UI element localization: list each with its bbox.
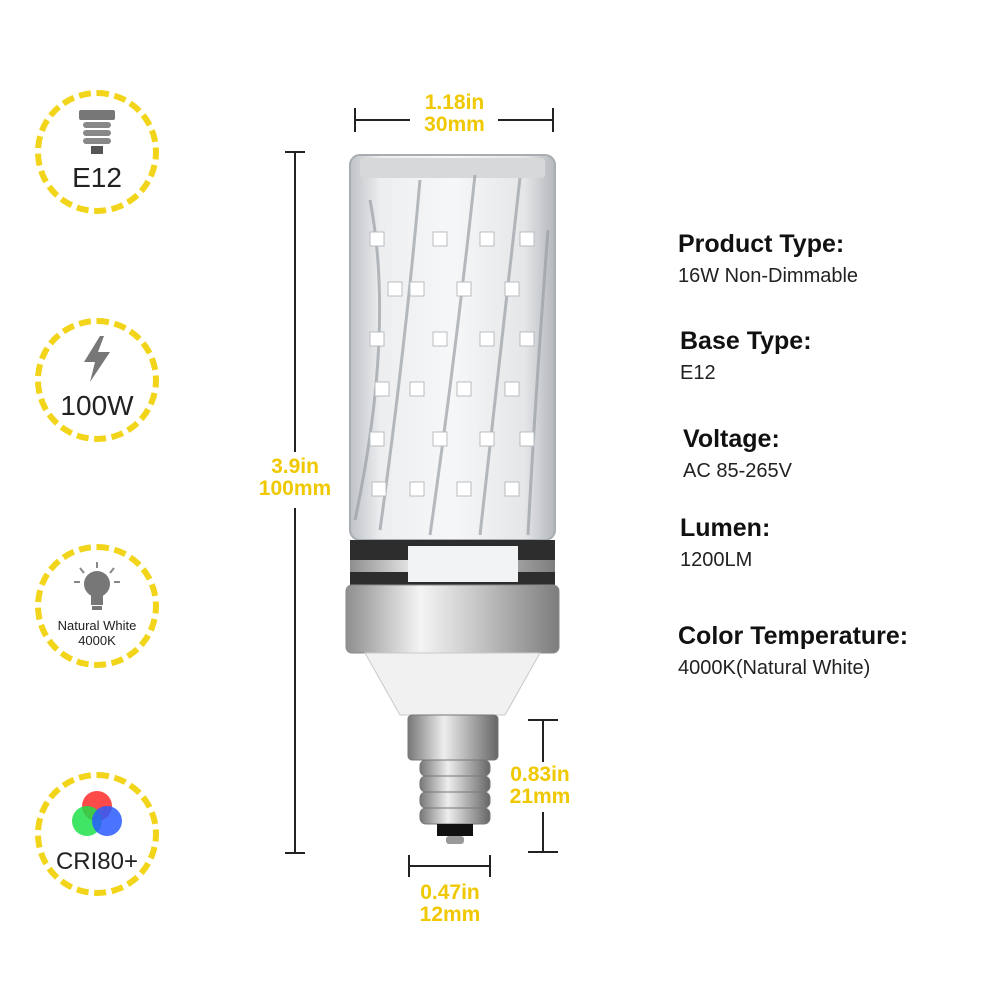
spec-heading: Voltage: bbox=[683, 425, 780, 453]
height-dimension-line bbox=[285, 151, 305, 854]
badge-wattage: 100W bbox=[35, 318, 159, 442]
spec-value: 1200LM bbox=[680, 549, 753, 571]
rgb-circles-icon bbox=[72, 791, 122, 836]
base-width-dimension-label: 0.47in 12mm bbox=[405, 882, 495, 926]
spec-product-type: Product Type: 16W Non-Dimmable bbox=[678, 229, 858, 289]
width-dimension-line bbox=[354, 108, 554, 132]
height-dimension-label: 3.9in 100mm bbox=[245, 456, 345, 500]
badge-wattage-label: 100W bbox=[60, 390, 134, 421]
width-dimension-label: 1.18in 30mm bbox=[402, 92, 507, 136]
spec-base-type: Base Type: E12 bbox=[680, 326, 812, 386]
base-height-mm: 21mm bbox=[509, 785, 571, 808]
spec-heading: Lumen: bbox=[680, 514, 771, 542]
spec-value: AC 85-265V bbox=[683, 460, 792, 482]
badge-color-temperature-line2: 4000K bbox=[78, 633, 116, 648]
height-mm: 100mm bbox=[258, 477, 332, 500]
bulb-body bbox=[345, 154, 560, 844]
width-mm: 30mm bbox=[424, 113, 485, 136]
spec-heading: Base Type: bbox=[680, 327, 812, 355]
badge-cri: CRI80+ bbox=[35, 772, 159, 896]
badge-cri-label: CRI80+ bbox=[55, 848, 139, 875]
spec-value: E12 bbox=[680, 362, 716, 384]
badge-base-type-label: E12 bbox=[72, 162, 122, 193]
width-inches: 1.18in bbox=[424, 91, 485, 114]
spec-voltage: Voltage: AC 85-265V bbox=[683, 424, 792, 484]
badge-base-type: E12 bbox=[35, 90, 159, 214]
base-height-inches: 0.83in bbox=[510, 763, 570, 786]
spec-value: 4000K(Natural White) bbox=[678, 657, 871, 679]
spec-color-temperature: Color Temperature: 4000K(Natural White) bbox=[678, 621, 908, 681]
spec-heading: Color Temperature: bbox=[678, 622, 909, 650]
base-height-dimension-label: 0.83in 21mm bbox=[500, 764, 580, 808]
base-width-dimension-line bbox=[408, 855, 491, 877]
lightning-icon bbox=[84, 336, 110, 382]
spec-value: 16W Non-Dimmable bbox=[678, 265, 859, 287]
base-width-mm: 12mm bbox=[419, 903, 481, 926]
badge-color-temperature-line1: Natural White bbox=[57, 618, 137, 633]
spec-heading: Product Type: bbox=[678, 230, 845, 258]
height-inches: 3.9in bbox=[271, 455, 319, 478]
badge-color-temperature: Natural White 4000K bbox=[35, 544, 159, 668]
screw-base-icon bbox=[79, 110, 115, 154]
base-width-inches: 0.47in bbox=[420, 881, 480, 904]
light-bulb-icon bbox=[74, 562, 120, 610]
base-height-dimension-line bbox=[528, 719, 558, 853]
spec-lumen: Lumen: 1200LM bbox=[680, 513, 770, 573]
